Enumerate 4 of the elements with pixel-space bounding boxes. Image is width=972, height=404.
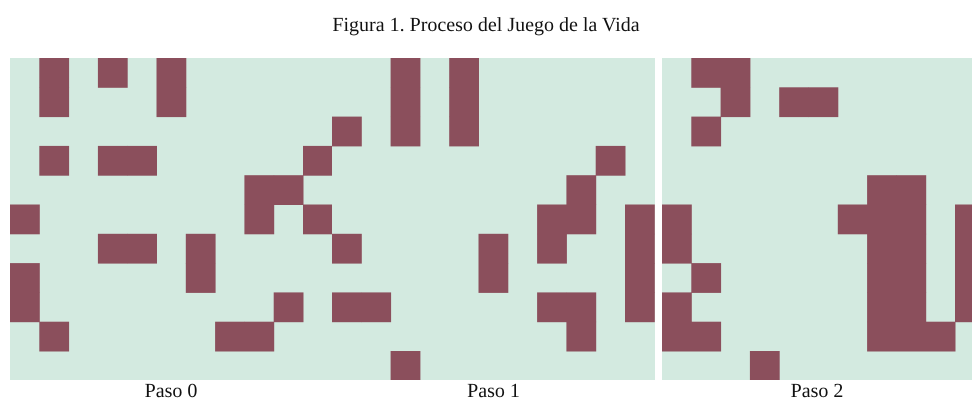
step-caption: Paso 2 xyxy=(790,380,844,403)
step-caption: Paso 1 xyxy=(467,380,520,403)
step-caption: Paso 0 xyxy=(144,380,198,403)
figure-title: Figura 1. Proceso del Juego de la Vida xyxy=(331,14,641,37)
